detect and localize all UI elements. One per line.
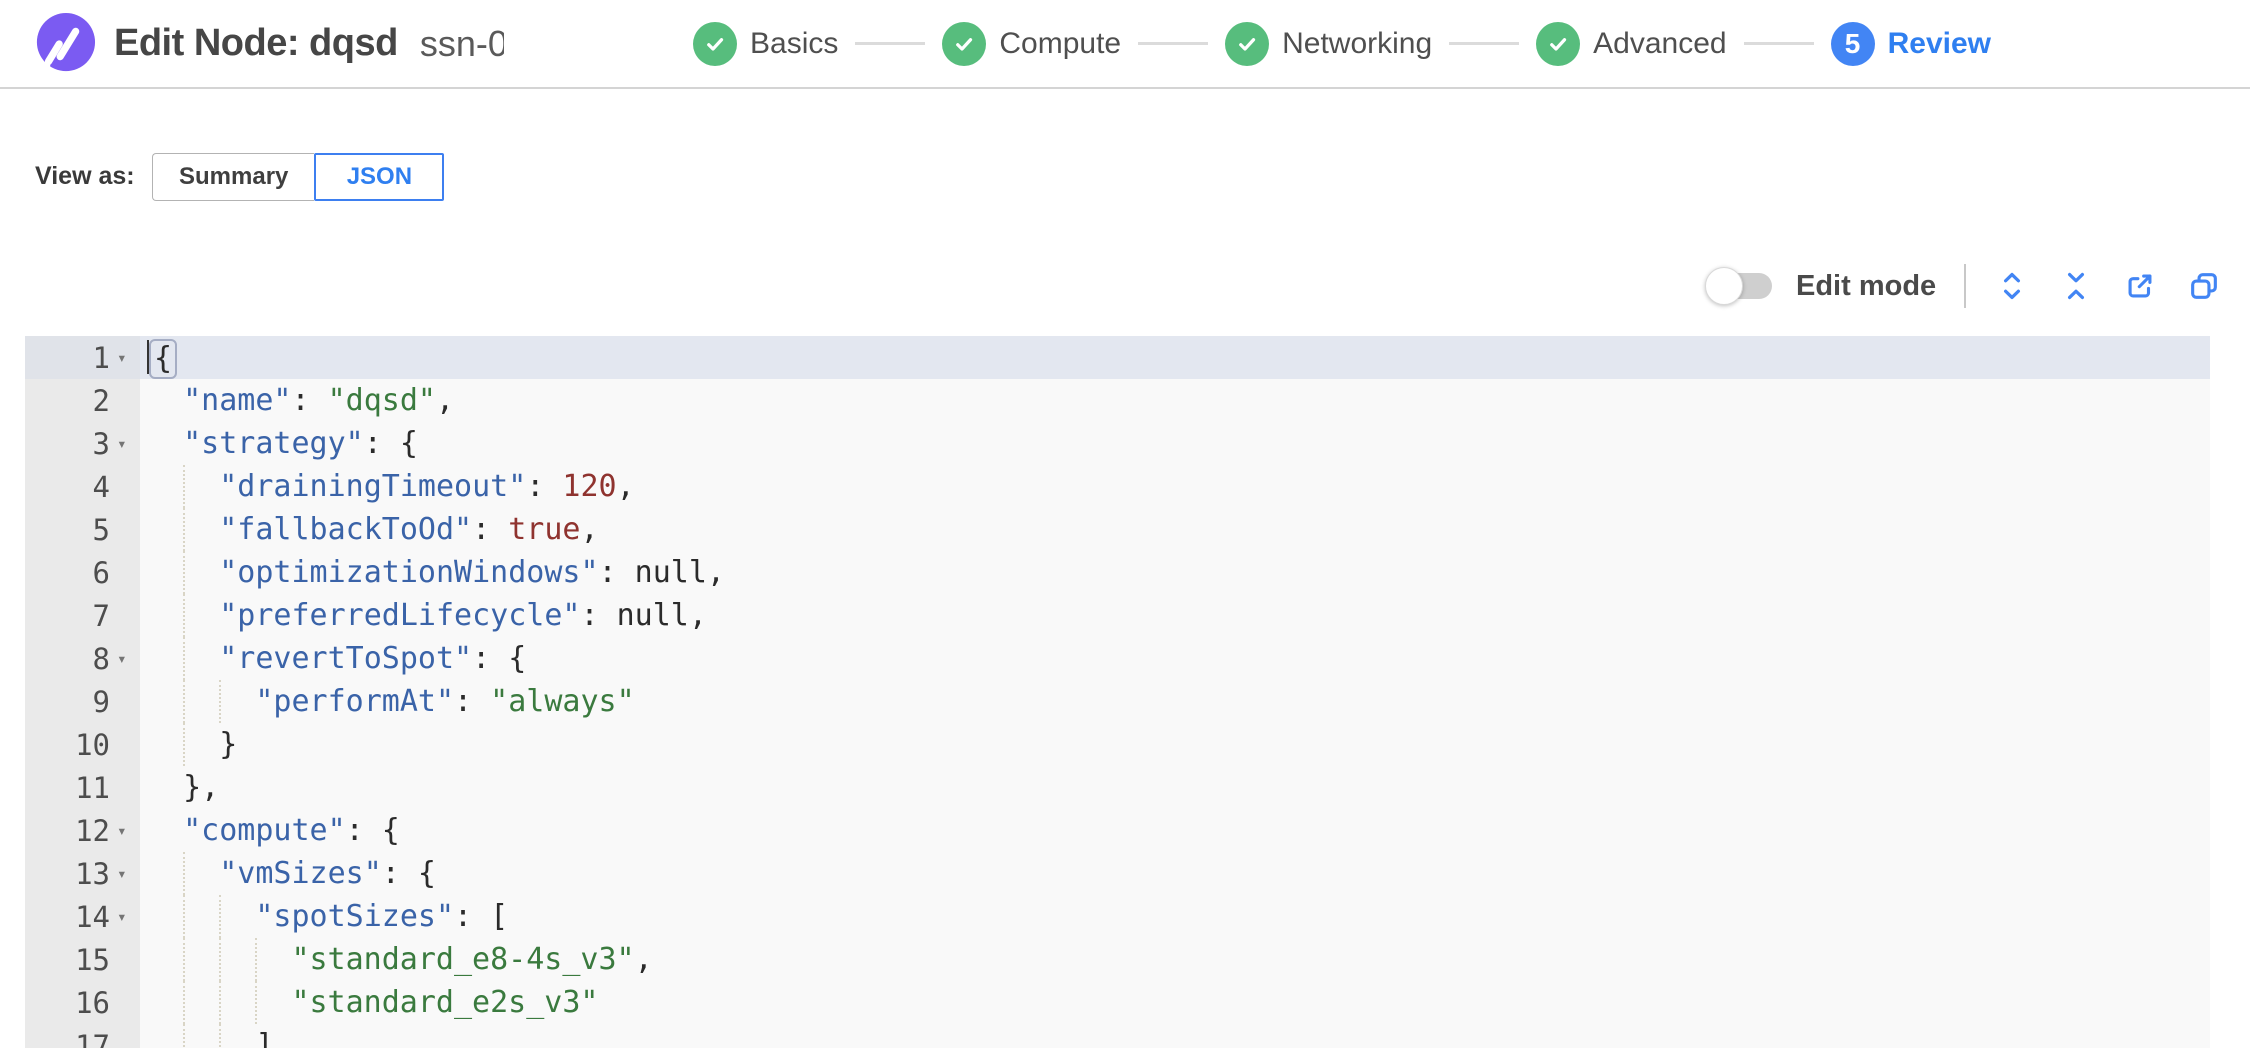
code-line[interactable]: "drainingTimeout": 120, bbox=[140, 465, 2210, 508]
step-label: Review bbox=[1887, 26, 1991, 60]
line-number: 4 bbox=[92, 469, 110, 504]
step-check-icon bbox=[693, 21, 737, 66]
editor-tool-buttons bbox=[1994, 268, 2222, 304]
code-line[interactable]: "vmSizes": { bbox=[140, 852, 2210, 895]
editor-code-area[interactable]: { "name": "dqsd", "strategy": { "drainin… bbox=[140, 336, 2210, 1048]
step-connector bbox=[1138, 42, 1209, 45]
wizard-header: Edit Node: dqsd ssn-038 Basics Compute Net… bbox=[0, 0, 2250, 89]
toggle-knob bbox=[1705, 267, 1743, 305]
gutter-line: 15 bbox=[25, 938, 140, 981]
line-number: 7 bbox=[92, 598, 110, 633]
gutter-line: 17 bbox=[25, 1024, 140, 1048]
code-line[interactable]: "preferredLifecycle": null, bbox=[140, 594, 2210, 637]
line-number: 5 bbox=[92, 512, 110, 547]
export-icon[interactable] bbox=[2122, 268, 2158, 304]
gutter-line: 16 bbox=[25, 981, 140, 1024]
code-line[interactable]: }, bbox=[183, 770, 220, 805]
code-line[interactable]: "performAt": "always" bbox=[140, 680, 2210, 723]
code-line[interactable]: } bbox=[140, 723, 2210, 766]
toolbar-divider bbox=[1964, 264, 1967, 308]
code-line[interactable]: { bbox=[140, 336, 2210, 379]
code-line[interactable]: "revertToSpot": { bbox=[140, 637, 2210, 680]
line-number: 1 bbox=[92, 340, 110, 375]
line-number: 8 bbox=[92, 641, 110, 676]
gutter-line: 2 bbox=[25, 379, 140, 422]
code-line[interactable]: "compute": { bbox=[183, 813, 400, 848]
code-line[interactable]: "optimizationWindows": null, bbox=[140, 551, 2210, 594]
code-line[interactable]: "spotSizes": [ bbox=[140, 895, 2210, 938]
editor-toolbar: Edit mode bbox=[1705, 260, 2222, 312]
fold-arrow-icon[interactable]: ▾ bbox=[117, 864, 127, 883]
step-label: Compute bbox=[999, 26, 1122, 60]
step-check-icon bbox=[1225, 21, 1270, 66]
page-title: Edit Node: dqsd bbox=[114, 22, 398, 64]
code-line[interactable]: "name": "dqsd", bbox=[183, 383, 455, 418]
gutter-line: 1▾ bbox=[25, 336, 140, 379]
text-cursor bbox=[147, 340, 149, 374]
wizard-stepper: Basics Compute Networking Advanced 5 Review bbox=[693, 0, 1991, 87]
gutter-line: 5 bbox=[25, 508, 140, 551]
edit-mode-label: Edit mode bbox=[1796, 269, 1937, 302]
step-compute[interactable]: Compute bbox=[942, 21, 1122, 66]
copy-icon[interactable] bbox=[2186, 268, 2222, 304]
node-id: ssn-038 bbox=[419, 22, 504, 64]
step-networking[interactable]: Networking bbox=[1225, 21, 1433, 66]
step-label: Advanced bbox=[1593, 26, 1727, 60]
line-number: 13 bbox=[75, 856, 110, 891]
step-check-icon bbox=[1536, 21, 1581, 66]
view-as-json-button[interactable]: JSON bbox=[314, 153, 445, 201]
gutter-line: 14 ▾ bbox=[25, 895, 140, 938]
step-advanced[interactable]: Advanced bbox=[1536, 21, 1727, 66]
line-number: 14 bbox=[75, 899, 110, 934]
step-connector bbox=[1449, 42, 1520, 45]
line-number: 10 bbox=[75, 727, 110, 762]
step-check-icon bbox=[942, 21, 987, 66]
fold-arrow-icon[interactable]: ▾ bbox=[117, 649, 127, 668]
step-label: Basics bbox=[750, 26, 839, 60]
code-line[interactable]: "standard_e2s_v3" bbox=[140, 981, 2210, 1024]
gutter-line: 7 bbox=[25, 594, 140, 637]
line-number: 12 bbox=[75, 813, 110, 848]
line-number: 2 bbox=[92, 383, 110, 418]
gutter-line: 6 bbox=[25, 551, 140, 594]
fold-arrow-icon[interactable]: ▾ bbox=[117, 348, 127, 367]
fold-arrow-icon[interactable]: ▾ bbox=[117, 434, 127, 453]
step-connector bbox=[855, 42, 926, 45]
code-line[interactable]: "standard_e8-4s_v3", bbox=[140, 938, 2210, 981]
gutter-line: 8▾ bbox=[25, 637, 140, 680]
fold-arrow-icon[interactable]: ▾ bbox=[117, 907, 127, 926]
gutter-line: 12 ▾ bbox=[25, 809, 140, 852]
gutter-line: 3▾ bbox=[25, 422, 140, 465]
spot-logo-icon bbox=[34, 12, 96, 77]
code-line[interactable]: "strategy": { bbox=[183, 426, 418, 461]
gutter-line: 11 bbox=[25, 766, 140, 809]
step-label: Networking bbox=[1282, 26, 1433, 60]
line-number: 11 bbox=[75, 770, 110, 805]
edit-mode-toggle[interactable] bbox=[1705, 267, 1772, 305]
gutter-line: 9 bbox=[25, 680, 140, 723]
line-number: 9 bbox=[92, 684, 110, 719]
gutter-line: 13 ▾ bbox=[25, 852, 140, 895]
code-line[interactable]: ], bbox=[140, 1024, 2210, 1048]
gutter-line: 10 bbox=[25, 723, 140, 766]
step-basics[interactable]: Basics bbox=[693, 21, 839, 66]
expand-icon[interactable] bbox=[1994, 268, 2030, 304]
line-number: 17 bbox=[75, 1028, 110, 1048]
collapse-icon[interactable] bbox=[2058, 268, 2094, 304]
view-as-summary-button[interactable]: Summary bbox=[152, 153, 315, 201]
code-line[interactable]: "fallbackToOd": true, bbox=[140, 508, 2210, 551]
line-number: 3 bbox=[92, 426, 110, 461]
line-number: 6 bbox=[92, 555, 110, 590]
view-as-label: View as: bbox=[35, 162, 135, 190]
line-number: 15 bbox=[75, 942, 110, 977]
step-review[interactable]: 5 Review bbox=[1830, 21, 1991, 66]
fold-arrow-icon[interactable]: ▾ bbox=[117, 821, 127, 840]
step-number-badge: 5 bbox=[1830, 21, 1875, 66]
line-number: 16 bbox=[75, 985, 110, 1020]
step-connector bbox=[1743, 42, 1814, 45]
gutter-line: 4 bbox=[25, 465, 140, 508]
